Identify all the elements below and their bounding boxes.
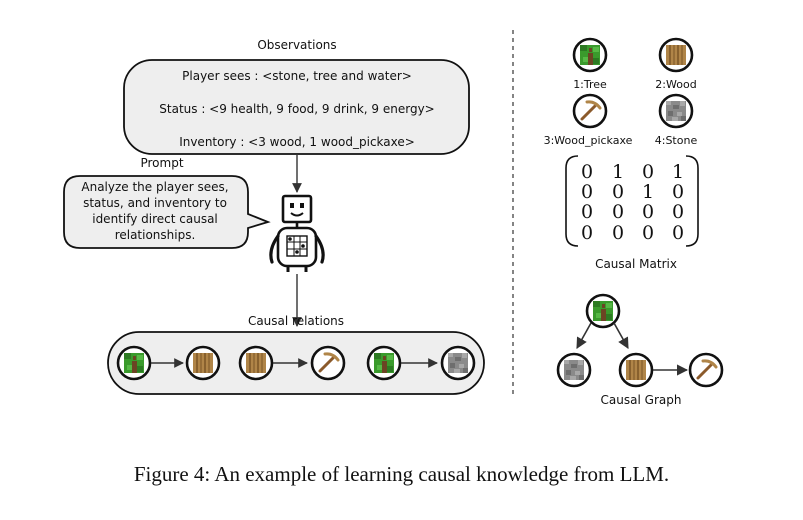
causal-relations-title: Causal relations <box>248 314 344 328</box>
figure-caption: Figure 4: An example of learning causal … <box>133 462 670 486</box>
matrix-cell-3-2: 0 <box>612 201 624 223</box>
legend-label-wood-pickaxe: 3:Wood_pickaxe <box>544 134 633 147</box>
observation-line-status: Status : <9 health, 9 food, 9 drink, 9 e… <box>159 102 434 116</box>
legend-label-tree: 1:Tree <box>573 78 607 91</box>
observation-line-inventory: Inventory : <3 wood, 1 wood_pickaxe> <box>179 135 415 149</box>
wood-icon <box>618 352 654 388</box>
stone-icon <box>658 93 694 129</box>
matrix-cell-3-3: 0 <box>642 201 654 223</box>
prompt-line-1: Analyze the player sees, <box>81 180 228 194</box>
wood-icon <box>658 37 694 73</box>
matrix-cell-4-4: 0 <box>672 222 684 244</box>
matrix-cell-1-2: 1 <box>612 161 624 183</box>
prompt-line-2: status, and inventory to <box>83 196 227 210</box>
tree-icon <box>572 37 608 73</box>
stone-icon <box>440 345 476 381</box>
pickaxe-icon <box>688 352 724 388</box>
robot-icon <box>269 194 325 272</box>
prompt-title: Prompt <box>140 156 183 170</box>
matrix-cell-3-1: 0 <box>581 201 593 223</box>
matrix-cell-1-3: 0 <box>642 161 654 183</box>
pickaxe-icon <box>572 93 608 129</box>
tree-icon <box>366 345 402 381</box>
matrix-left-bracket <box>565 155 579 247</box>
legend-label-wood: 2:Wood <box>655 78 696 91</box>
matrix-cell-1-4: 1 <box>672 161 684 183</box>
causal-matrix-label: Causal Matrix <box>595 257 677 271</box>
graph-edge-tree-to-stone <box>576 322 592 349</box>
wood-icon <box>185 345 221 381</box>
matrix-cell-4-3: 0 <box>642 222 654 244</box>
matrix-cell-2-1: 0 <box>581 181 593 203</box>
matrix-cell-3-4: 0 <box>672 201 684 223</box>
graph-edge-tree-to-wood <box>613 322 629 349</box>
observations-title: Observations <box>257 38 336 52</box>
prompt-bubble <box>63 175 271 249</box>
matrix-right-bracket <box>685 155 699 247</box>
pickaxe-icon <box>310 345 346 381</box>
matrix-cell-4-2: 0 <box>612 222 624 244</box>
matrix-cell-4-1: 0 <box>581 222 593 244</box>
matrix-cell-1-1: 0 <box>581 161 593 183</box>
causal-graph-label: Causal Graph <box>601 393 682 407</box>
matrix-cell-2-3: 1 <box>642 181 654 203</box>
observation-line-player-sees: Player sees : <stone, tree and water> <box>182 69 412 83</box>
prompt-line-4: relationships. <box>115 228 196 242</box>
prompt-line-3: identify direct causal <box>92 212 218 226</box>
matrix-cell-2-2: 0 <box>612 181 624 203</box>
causal-matrix-cells: 0 1 0 1 0 0 1 0 0 0 0 0 0 0 0 0 <box>581 161 684 244</box>
stone-icon <box>556 352 592 388</box>
matrix-cell-2-4: 0 <box>672 181 684 203</box>
tree-icon <box>585 293 621 329</box>
wood-icon <box>238 345 274 381</box>
tree-icon <box>116 345 152 381</box>
legend-label-stone: 4:Stone <box>655 134 698 147</box>
